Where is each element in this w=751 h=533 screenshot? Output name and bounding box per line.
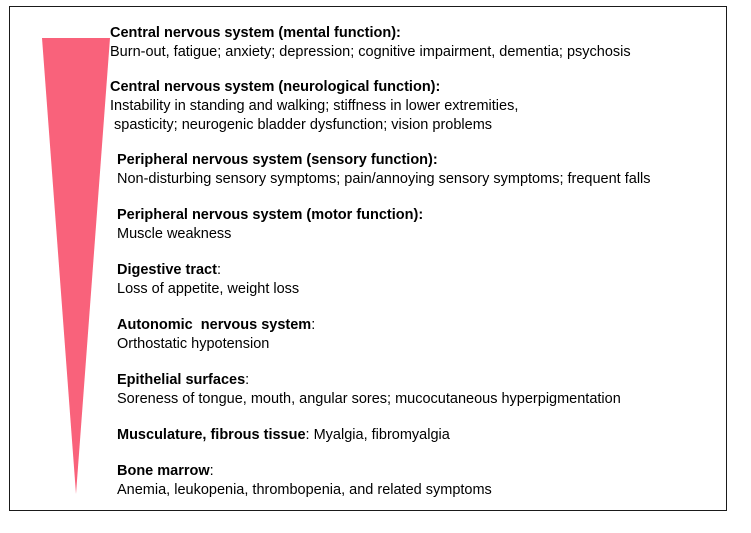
severity-wedge <box>42 38 110 494</box>
group-description: spasticity; neurogenic bladder dysfuncti… <box>110 117 493 133</box>
group-heading: Peripheral nervous system (motor functio… <box>117 207 424 223</box>
group-description: Muscle weakness <box>117 226 232 242</box>
symptom-group-autonomic: Autonomic nervous system: Orthostatic hy… <box>117 316 315 354</box>
group-heading: Digestive tract: <box>117 262 221 278</box>
symptom-group-cns-mental: Central nervous system (mental function)… <box>110 24 631 62</box>
group-heading: Musculature, fibrous tissue: Myalgia, fi… <box>117 427 450 443</box>
symptom-group-cns-neurological: Central nervous system (neurological fun… <box>110 78 518 135</box>
symptom-group-epithelial: Epithelial surfaces: Soreness of tongue,… <box>117 371 621 409</box>
symptom-group-musculature: Musculature, fibrous tissue: Myalgia, fi… <box>117 426 450 445</box>
group-heading: Bone marrow: <box>117 463 214 479</box>
severity-wedge-shape <box>42 38 110 494</box>
symptom-group-digestive-tract: Digestive tract: Loss of appetite, weigh… <box>117 261 299 299</box>
diagram-frame <box>9 6 727 511</box>
group-heading: Autonomic nervous system: <box>117 317 316 333</box>
group-description: Instability in standing and walking; sti… <box>110 98 519 114</box>
group-description: Loss of appetite, weight loss <box>117 281 300 297</box>
group-description: Orthostatic hypotension <box>117 336 270 352</box>
group-description: Burn-out, fatigue; anxiety; depression; … <box>110 44 631 60</box>
group-description: Soreness of tongue, mouth, angular sores… <box>117 391 621 407</box>
group-heading: Central nervous system (mental function)… <box>110 25 401 41</box>
group-heading: Epithelial surfaces: <box>117 372 250 388</box>
symptom-group-pns-motor: Peripheral nervous system (motor functio… <box>117 206 423 244</box>
symptom-group-bone-marrow: Bone marrow: Anemia, leukopenia, thrombo… <box>117 462 492 500</box>
group-heading: Peripheral nervous system (sensory funct… <box>117 152 438 168</box>
group-description: Non-disturbing sensory symptoms; pain/an… <box>117 171 651 187</box>
group-description: Anemia, leukopenia, thrombopenia, and re… <box>117 482 492 498</box>
group-heading: Central nervous system (neurological fun… <box>110 79 441 95</box>
symptom-group-pns-sensory: Peripheral nervous system (sensory funct… <box>117 151 651 189</box>
